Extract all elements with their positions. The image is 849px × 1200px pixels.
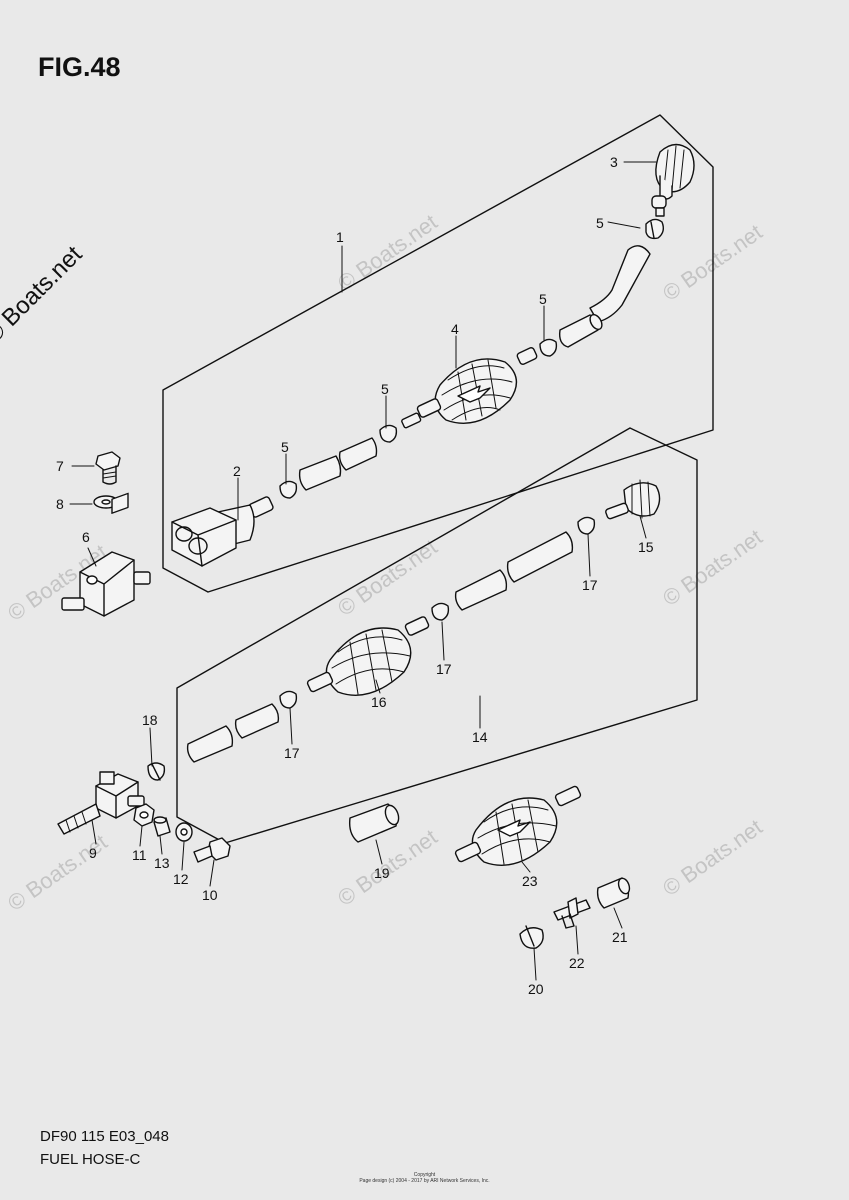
callout-7: 7 bbox=[56, 458, 64, 474]
callouts: 1 2 3 4 5 5 5 5 6 7 8 9 10 11 12 13 14 1… bbox=[56, 154, 654, 997]
figure-title: FIG.48 bbox=[38, 52, 121, 82]
part-5-clip bbox=[645, 218, 665, 240]
callout-13: 13 bbox=[154, 855, 170, 871]
callout-5: 5 bbox=[539, 291, 547, 307]
footer-page-design: Page design (c) 2004 - 2017 by ARI Netwo… bbox=[359, 1178, 490, 1184]
part-19-hose bbox=[348, 803, 400, 843]
callout-1: 1 bbox=[336, 229, 344, 245]
callout-18: 18 bbox=[142, 712, 158, 728]
callout-6: 6 bbox=[82, 529, 90, 545]
part-3-connector bbox=[651, 143, 695, 217]
callout-3: 3 bbox=[610, 154, 618, 170]
part-9-joint bbox=[57, 771, 145, 835]
part-4-primer-bulb bbox=[401, 347, 538, 429]
part-1-hose-segment bbox=[298, 437, 378, 491]
part-16-primer-bulb bbox=[306, 616, 430, 696]
callout-23: 23 bbox=[522, 873, 538, 889]
footer-copyright: Copyright bbox=[413, 1172, 436, 1178]
part-5-clip bbox=[379, 424, 398, 443]
callout-17: 17 bbox=[582, 577, 598, 593]
callout-5: 5 bbox=[596, 215, 604, 231]
callout-15: 15 bbox=[638, 539, 654, 555]
part-17-clip bbox=[279, 690, 298, 709]
part-21-hose bbox=[596, 877, 631, 909]
part-15-connector bbox=[605, 479, 661, 520]
callout-20: 20 bbox=[528, 981, 544, 997]
part-14-hose-segment bbox=[186, 703, 280, 763]
part-23-primer-bulb bbox=[454, 785, 582, 866]
model-code: DF90 115 E03_048 bbox=[40, 1128, 169, 1145]
part-10-bolt bbox=[193, 837, 231, 863]
callout-22: 22 bbox=[569, 955, 585, 971]
part-2-connector bbox=[171, 496, 274, 567]
sheet-name: FUEL HOSE-C bbox=[40, 1151, 141, 1168]
part-13-collar bbox=[153, 816, 171, 837]
callout-5: 5 bbox=[281, 439, 289, 455]
callout-9: 9 bbox=[89, 845, 97, 861]
part-1-hose-bend bbox=[589, 245, 651, 323]
callout-17: 17 bbox=[436, 661, 452, 677]
part-5-clip bbox=[539, 338, 558, 357]
part-7-bolt bbox=[95, 451, 121, 485]
callout-14: 14 bbox=[472, 729, 488, 745]
leader-lines bbox=[69, 161, 657, 981]
part-22-fitting bbox=[553, 897, 591, 929]
part-17-clip bbox=[431, 602, 450, 621]
callout-5: 5 bbox=[381, 381, 389, 397]
assembly-frame-14 bbox=[176, 427, 698, 844]
part-17-clip bbox=[577, 516, 596, 535]
callout-8: 8 bbox=[56, 496, 64, 512]
callout-10: 10 bbox=[202, 887, 218, 903]
callout-16: 16 bbox=[371, 694, 387, 710]
part-5-clip bbox=[279, 480, 298, 499]
callout-19: 19 bbox=[374, 865, 390, 881]
part-20-clip bbox=[519, 925, 544, 949]
callout-21: 21 bbox=[612, 929, 628, 945]
assembly-frame-1 bbox=[162, 114, 714, 593]
callout-11: 11 bbox=[132, 847, 147, 863]
callout-12: 12 bbox=[173, 871, 189, 887]
callout-2: 2 bbox=[233, 463, 241, 479]
part-1-hose-segment bbox=[558, 313, 603, 348]
part-6-joint bbox=[61, 492, 151, 617]
callout-4: 4 bbox=[451, 321, 459, 337]
callout-17: 17 bbox=[284, 745, 300, 761]
part-18-clip bbox=[147, 762, 166, 781]
part-14-hose-segment bbox=[454, 531, 574, 611]
part-11-nut bbox=[133, 803, 155, 827]
part-12-washer bbox=[175, 822, 193, 842]
